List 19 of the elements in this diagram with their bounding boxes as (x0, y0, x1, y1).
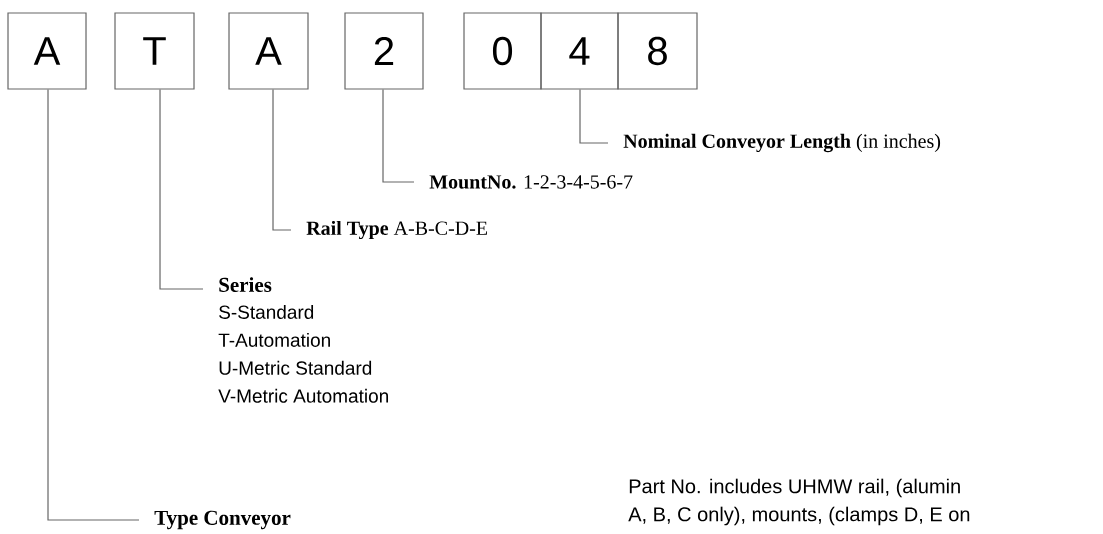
callout-text: Rail Type A-B-C-D-E (306, 220, 488, 240)
letter-box: 8 (617, 12, 698, 90)
leader-line (47, 89, 140, 521)
letter-box: 4 (540, 12, 619, 90)
note-text: Part No. includes UHMW rail, (alumin (629, 478, 960, 498)
letter-box: A (228, 12, 309, 90)
leader-line (272, 89, 292, 231)
callout-text: Series S-Standard T-Automation U-Metric Standard V-Metric Automation (218, 277, 388, 403)
leader-line (579, 89, 609, 144)
leader-line (159, 89, 204, 290)
callout-text: Type Conveyor (154, 510, 291, 530)
letter-box: 2 (344, 12, 424, 90)
letter-box: T (114, 12, 195, 90)
leader-line (382, 89, 415, 183)
letter-box: 0 (463, 12, 542, 90)
callout-text: Nominal Conveyor Length (in inches) (623, 133, 941, 153)
letter-box: A (7, 12, 87, 90)
callout-text: MountNo. 1-2-3-4-5-6-7 (429, 175, 633, 189)
note-text: A, B, C only), mounts, (clamps D, E on (628, 506, 970, 526)
